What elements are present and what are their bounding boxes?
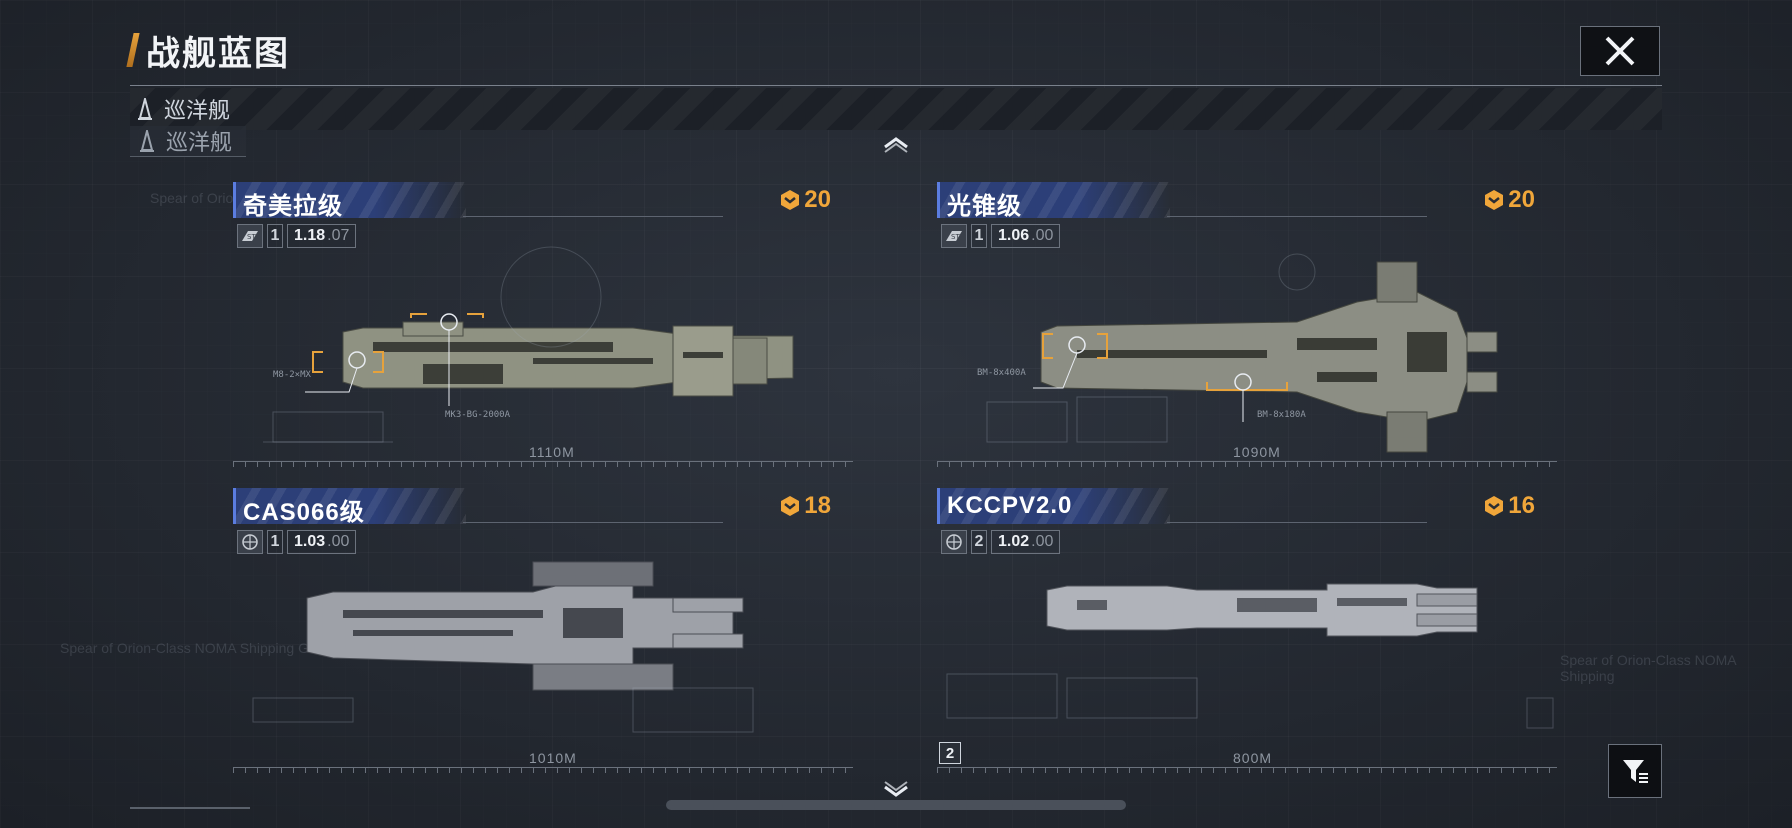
- ship-stat: ST 1 1.18 .07: [237, 224, 357, 248]
- stat-decimal: .00: [1031, 227, 1054, 244]
- close-icon: [1605, 36, 1635, 66]
- globe-icon: [237, 530, 263, 554]
- ship-blueprint-kccpv2: [946, 583, 1554, 729]
- weapon-annotation: MK3-BG-2000A: [445, 410, 511, 420]
- cost-badge-icon: [781, 496, 800, 516]
- ship-name-bar: [233, 182, 466, 218]
- ship-stat-value: 1.02 .00: [991, 530, 1061, 554]
- ship-stat-value: 1.18 .07: [287, 224, 357, 248]
- length-ruler: [937, 767, 1557, 778]
- ship-stat-value: 1.03 .00: [287, 530, 357, 554]
- ship-tier: 1: [971, 224, 987, 248]
- bottom-accent-line: [130, 807, 250, 809]
- filter-icon: [1623, 760, 1648, 783]
- ship-name: 奇美拉级: [243, 193, 343, 220]
- leader-line: [463, 522, 723, 523]
- rank-badge-icon: ST: [941, 224, 967, 248]
- ship-length: 1010M: [529, 750, 577, 766]
- bg-decor-text: Spear of Orion-Class NOMA Shipping: [1560, 652, 1736, 684]
- length-ruler: [233, 461, 853, 472]
- weapon-annotation: M8-2×MX: [273, 370, 311, 380]
- cruiser-class-icon: [140, 130, 154, 152]
- leader-line: [463, 216, 723, 217]
- ship-card[interactable]: KCCPV2.0 16 2 1.02 .00 2 80: [937, 488, 1557, 778]
- ship-cost: 20: [779, 186, 831, 214]
- close-button[interactable]: [1580, 26, 1660, 76]
- ship-card[interactable]: 奇美拉级 20 ST 1 1.18 .07: [233, 182, 853, 472]
- header-divider: [130, 85, 1662, 86]
- bg-decor-text: Spear of Orion-Class NOMA Shipping Group: [60, 640, 338, 656]
- ship-name: 光锥级: [947, 193, 1022, 220]
- tab-ghost-label: 巡洋舰: [166, 130, 233, 155]
- weapon-annotation: BM-8x400A: [977, 368, 1026, 378]
- stat-decimal: .00: [1031, 533, 1054, 550]
- category-tabbar: 巡洋舰: [130, 88, 1662, 130]
- ship-length: 1090M: [1233, 444, 1281, 460]
- ship-length: 800M: [1233, 750, 1273, 766]
- chevron-down-icon: [884, 781, 908, 797]
- weapon-annotation: BM-8x180A: [1257, 410, 1306, 420]
- cost-badge-icon: [1485, 190, 1504, 210]
- scroll-up-button[interactable]: [878, 136, 914, 156]
- length-ruler: [233, 767, 853, 778]
- tab-cruiser[interactable]: 巡洋舰: [136, 94, 230, 124]
- blueprint-tag: 2: [939, 742, 961, 764]
- ship-cost: 16: [1483, 492, 1535, 520]
- scroll-down-button[interactable]: [878, 780, 914, 800]
- ship-tier: 1: [267, 224, 283, 248]
- tab-cruiser-scroll-ghost: 巡洋舰: [130, 126, 247, 157]
- cruiser-class-icon: [138, 98, 152, 120]
- ship-tier: 2: [971, 530, 987, 554]
- stat-decimal: .00: [327, 533, 350, 550]
- svg-text:ST: ST: [247, 233, 256, 241]
- ship-cost: 20: [1483, 186, 1535, 214]
- cost-badge-icon: [1485, 496, 1504, 516]
- ship-cost-value: 16: [1508, 492, 1535, 519]
- stat-main: 1.02: [998, 533, 1030, 550]
- ship-stat: ST 1 1.06 .00: [941, 224, 1061, 248]
- page-title: 战舰蓝图: [146, 34, 290, 73]
- horizontal-scrollbar[interactable]: [666, 800, 1126, 810]
- ship-cost-value: 18: [804, 492, 831, 519]
- stat-main: 1.03: [294, 533, 326, 550]
- length-ruler: [937, 461, 1557, 472]
- cost-badge-icon: [781, 190, 800, 210]
- ship-length: 1110M: [529, 444, 575, 460]
- ship-card[interactable]: CAS066级 18 1 1.03 .00: [233, 488, 853, 778]
- ship-blueprint-chimera: [263, 246, 794, 443]
- ship-blueprint-cas066: [252, 561, 754, 733]
- chevron-up-icon: [884, 137, 908, 153]
- ship-name-bar: [233, 488, 466, 524]
- stat-main: 1.06: [998, 227, 1030, 244]
- ship-card[interactable]: 光锥级 20 ST 1 1.06 .00: [937, 182, 1557, 472]
- ship-cost-value: 20: [804, 186, 831, 213]
- rank-badge-icon: ST: [237, 224, 263, 248]
- stat-main: 1.18: [294, 227, 326, 244]
- ship-tier: 1: [267, 530, 283, 554]
- tab-cruiser-label: 巡洋舰: [164, 98, 231, 123]
- stat-decimal: .07: [327, 227, 350, 244]
- ship-stat: 1 1.03 .00: [237, 530, 357, 554]
- ship-name: CAS066级: [243, 499, 365, 526]
- ship-blueprint-lightcone: [986, 253, 1498, 453]
- leader-line: [1167, 216, 1427, 217]
- page-header: 战舰蓝图: [126, 30, 290, 73]
- ship-name-bar: [937, 182, 1170, 218]
- leader-line: [1167, 522, 1427, 523]
- ship-cost-value: 20: [1508, 186, 1535, 213]
- filter-button[interactable]: [1608, 744, 1662, 798]
- ship-stat-value: 1.06 .00: [991, 224, 1061, 248]
- ship-stat: 2 1.02 .00: [941, 530, 1061, 554]
- ship-cost: 18: [779, 492, 831, 520]
- globe-icon: [941, 530, 967, 554]
- ship-name-bar: [937, 488, 1170, 524]
- ship-name: KCCPV2.0: [947, 492, 1073, 519]
- svg-text:ST: ST: [951, 233, 960, 241]
